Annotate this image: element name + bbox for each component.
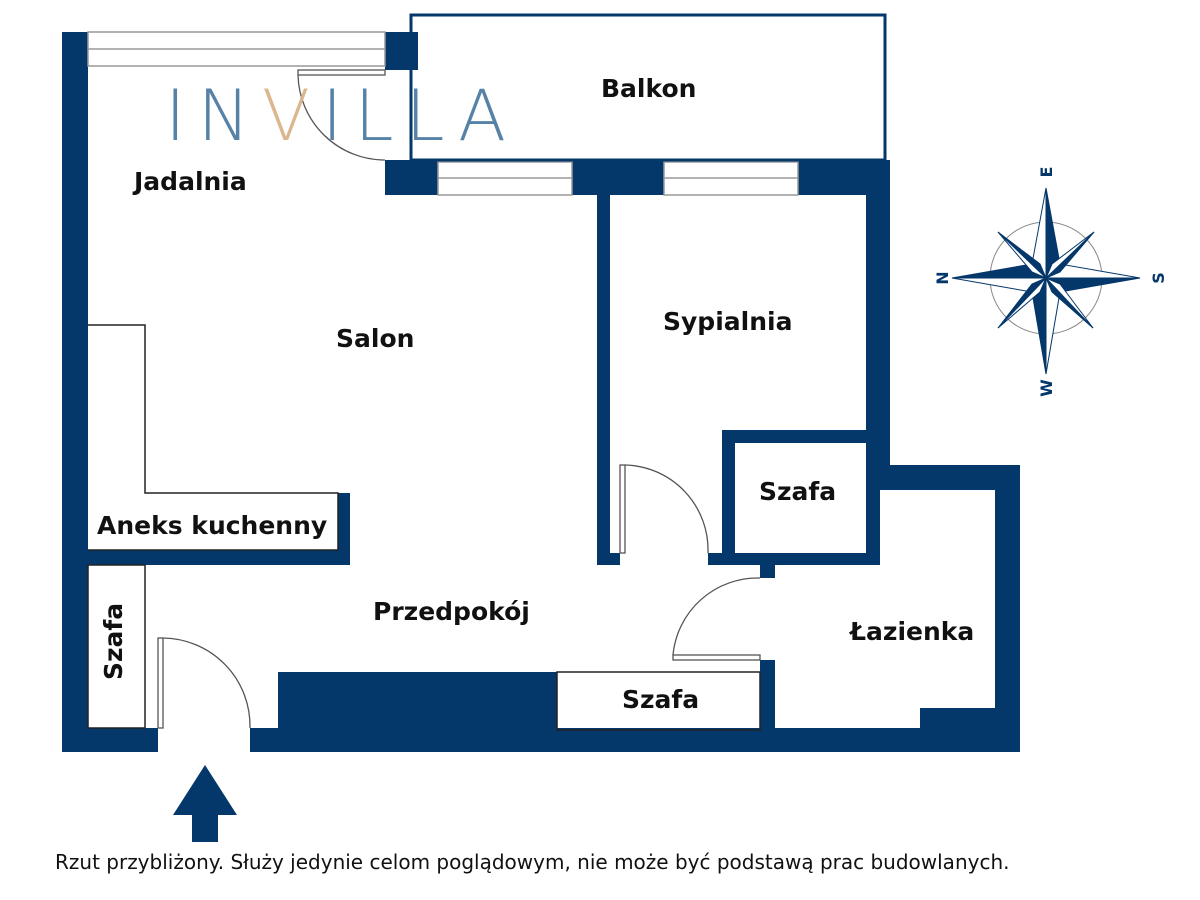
room-label-aneks-kuchenny: Aneks kuchenny bbox=[97, 511, 328, 540]
wall-block bbox=[385, 32, 418, 70]
wall-bottom bbox=[62, 728, 158, 752]
wall-block bbox=[572, 160, 664, 195]
entry-door-leaf bbox=[157, 637, 164, 729]
room-label-salon: Salon bbox=[336, 324, 415, 353]
wall-block-hall bbox=[278, 672, 557, 752]
wall-left bbox=[62, 32, 88, 752]
bedroom-door-arc bbox=[624, 464, 709, 554]
room-label-balkon: Balkon bbox=[601, 74, 697, 103]
compass-west: W bbox=[1037, 379, 1056, 397]
room-label-szafa-left: Szafa bbox=[99, 602, 128, 680]
wall-block bbox=[385, 160, 438, 195]
room-label-szafa-bedroom: Szafa bbox=[759, 477, 837, 506]
wall-bath-top bbox=[866, 465, 1020, 490]
wall-block-bath bbox=[920, 708, 995, 730]
invilla-logo: INVILLA bbox=[165, 79, 518, 154]
wardrobe-left bbox=[87, 564, 146, 729]
compass-south: S bbox=[1149, 272, 1168, 284]
wall-bedroom-bottom bbox=[597, 553, 620, 565]
wall-bath-left bbox=[760, 660, 775, 730]
furniture bbox=[87, 324, 761, 731]
logo-text: IN bbox=[165, 75, 263, 157]
bath-door-leaf bbox=[672, 654, 761, 661]
bath-door-arc bbox=[672, 577, 761, 656]
compass-east: E bbox=[1037, 167, 1056, 178]
balcony-outline bbox=[409, 13, 887, 162]
wall-bedroom-left bbox=[597, 195, 610, 565]
wall-kitchen bbox=[338, 493, 350, 565]
windows bbox=[87, 31, 799, 196]
room-label-lazienka: Łazienka bbox=[850, 617, 975, 646]
room-label-przedpokoj: Przedpokój bbox=[373, 597, 530, 626]
entry-door-arc bbox=[162, 637, 251, 729]
balcony-door-leaf bbox=[297, 69, 386, 76]
entrance-arrow-icon bbox=[173, 765, 237, 842]
doors bbox=[157, 69, 761, 729]
bedroom-door-leaf bbox=[619, 464, 626, 554]
compass-rose-icon: E N S W bbox=[933, 167, 1168, 397]
wall-bath-left bbox=[760, 565, 775, 578]
wall-kitchen-bottom bbox=[88, 550, 350, 565]
room-label-sypialnia: Sypialnia bbox=[663, 307, 793, 336]
kitchen-counter bbox=[88, 324, 339, 551]
room-label-jadalnia: Jadalnia bbox=[134, 167, 247, 196]
balcony-door-arc bbox=[297, 74, 386, 161]
logo-text-v: V bbox=[262, 75, 322, 157]
logo-text: ILLA bbox=[321, 75, 519, 157]
disclaimer-text: Rzut przybliżony. Służy jedynie celom po… bbox=[55, 850, 1010, 874]
room-label-szafa-hall: Szafa bbox=[622, 685, 700, 714]
compass-north: N bbox=[933, 271, 952, 284]
wall-bath-right bbox=[995, 465, 1020, 752]
wardrobe-hall bbox=[556, 671, 761, 731]
